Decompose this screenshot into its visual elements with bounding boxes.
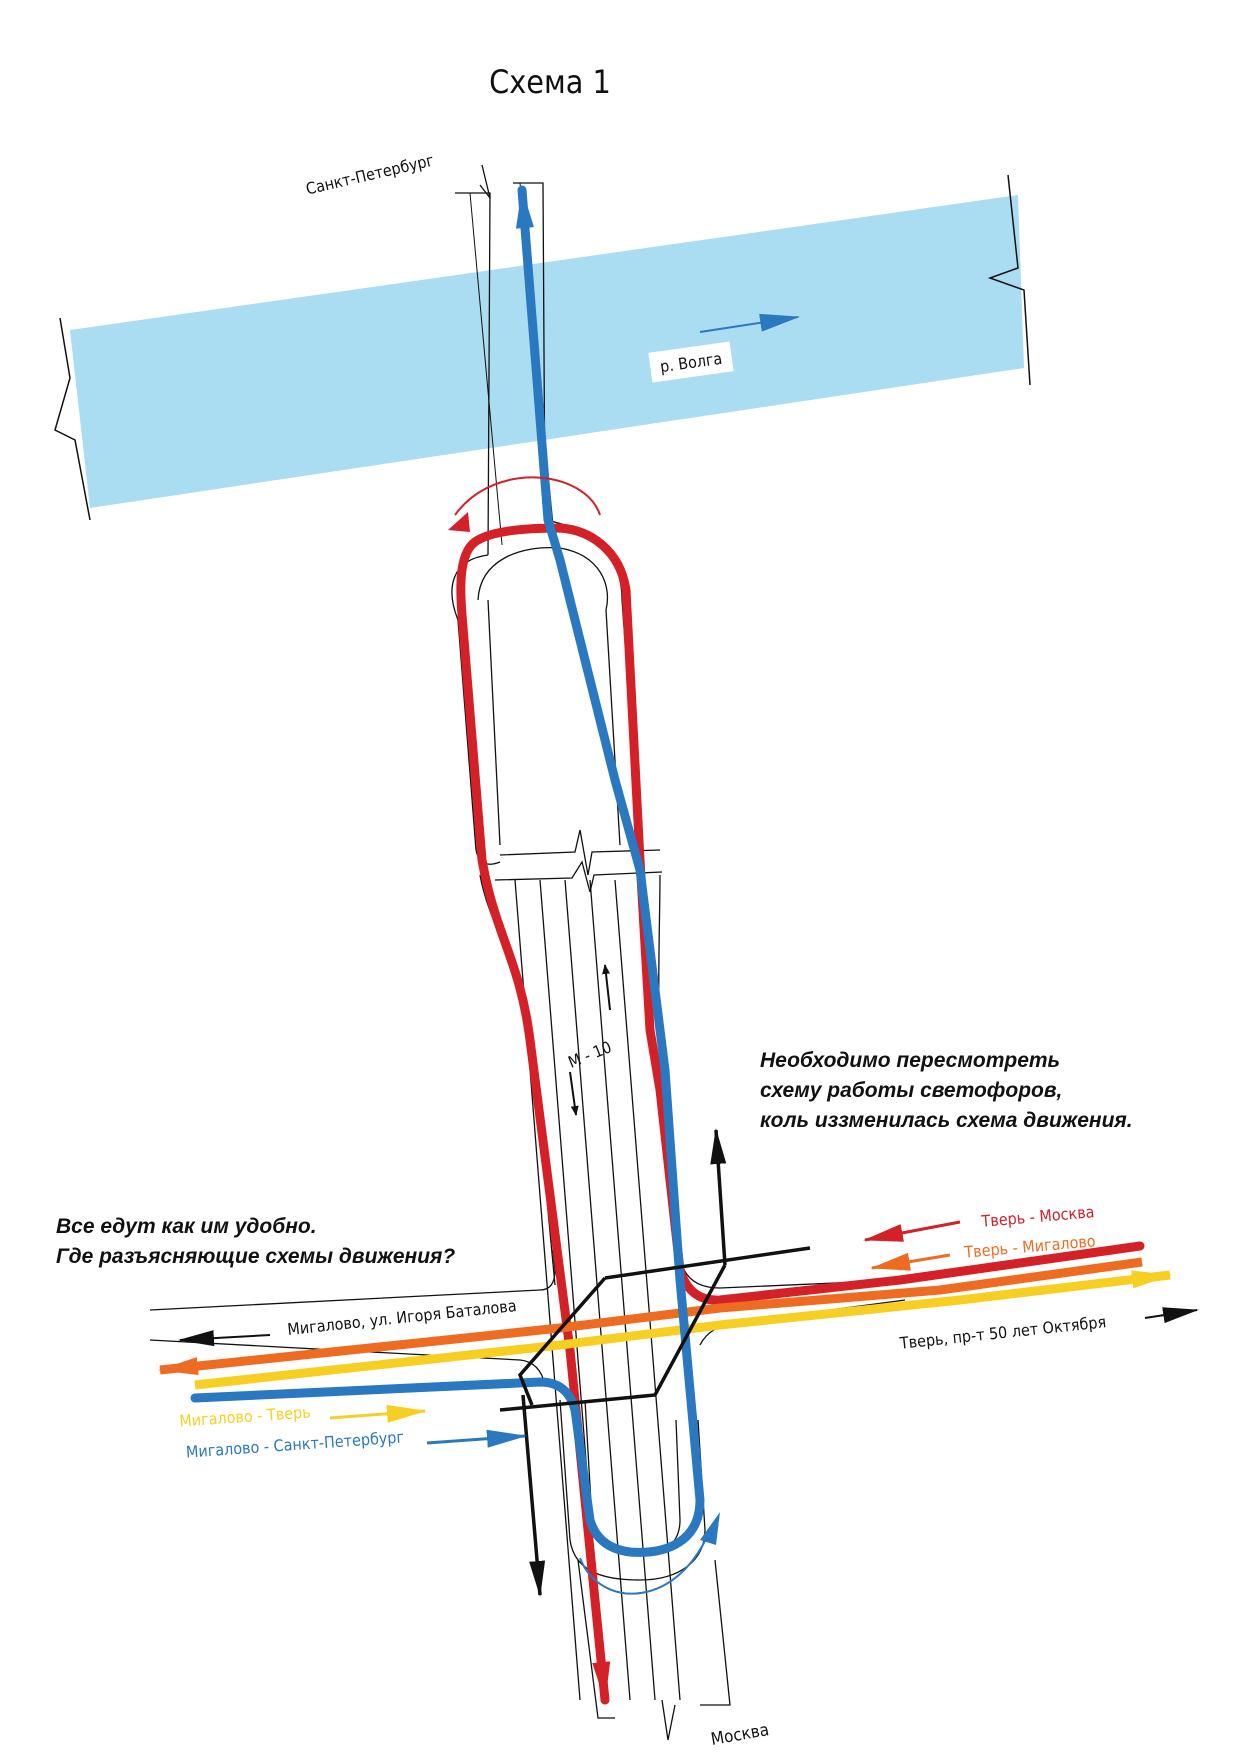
- note-traffic-lights: Необходимо пересмотреть схему работы све…: [760, 1046, 1133, 1136]
- river-volga: р. Волга: [54, 174, 1031, 521]
- spb-label: Санкт-Петербург: [304, 151, 436, 199]
- note-line: Необходимо пересмотреть: [760, 1049, 1061, 1072]
- note-line: Где разъясняющие схемы движения?: [56, 1245, 456, 1268]
- note-no-signage: Все едут как им удобно. Где разъясняющие…: [56, 1212, 455, 1272]
- m10-south-arrow: [569, 1071, 579, 1116]
- east-direction-arrow: [1144, 1307, 1199, 1324]
- west-direction-arrow: [178, 1330, 271, 1347]
- route-migalovo-spb: [190, 185, 705, 1557]
- m10-north-arrow: [602, 964, 611, 1011]
- south-exit-arrow: [521, 1394, 546, 1597]
- m10-label: М - 10: [565, 1037, 614, 1072]
- river-flow-arrow: [699, 313, 800, 333]
- legend-tver-moscow: Тверь - Москва: [980, 1202, 1095, 1231]
- route-tver-migalovo: [158, 1257, 1143, 1375]
- south-uturn-arc: [579, 1524, 713, 1595]
- junction-box: [499, 1246, 811, 1412]
- route-migalovo-tver: [194, 1270, 1172, 1390]
- scheme-title: Схема 1: [489, 63, 611, 101]
- note-line: Все едут как им удобно.: [56, 1215, 317, 1238]
- legend-migalovo-tver: Мигалово - Тверь: [179, 1402, 312, 1430]
- legend-migalovo-spb: Мигалово - Санкт-Петербург: [185, 1427, 404, 1461]
- note-line: схему работы светофоров,: [760, 1079, 1063, 1102]
- tver-prospect-label: Тверь, пр-т 50 лет Октября: [898, 1312, 1107, 1353]
- north-uturn-arc: [454, 476, 601, 516]
- north-exit-arrow: [710, 1128, 727, 1266]
- moscow-label: Москва: [709, 1720, 770, 1750]
- note-line: коль иззменилась схема движения.: [760, 1109, 1133, 1132]
